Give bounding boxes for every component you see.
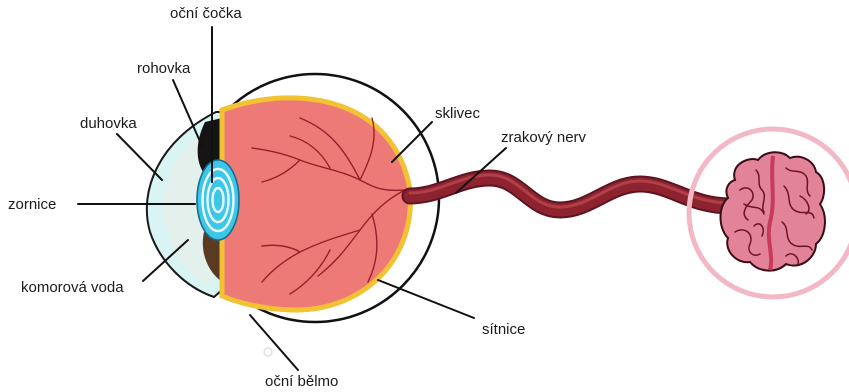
label-vitreous: sklivec [435, 105, 481, 122]
small-marker [264, 348, 272, 356]
label-iris: duhovka [80, 115, 137, 132]
lens-shape [197, 160, 239, 240]
brain-shape [721, 152, 825, 270]
label-sclera: oční bělmo [265, 373, 338, 390]
label-optic-nerve: zrakový nerv [501, 129, 587, 146]
label-aqueous-humor: komorová voda [21, 279, 124, 296]
label-cornea: rohovka [137, 60, 191, 77]
label-pupil: zornice [8, 196, 56, 213]
label-lens: oční čočka [170, 5, 242, 22]
label-retina: sítnice [482, 321, 525, 338]
